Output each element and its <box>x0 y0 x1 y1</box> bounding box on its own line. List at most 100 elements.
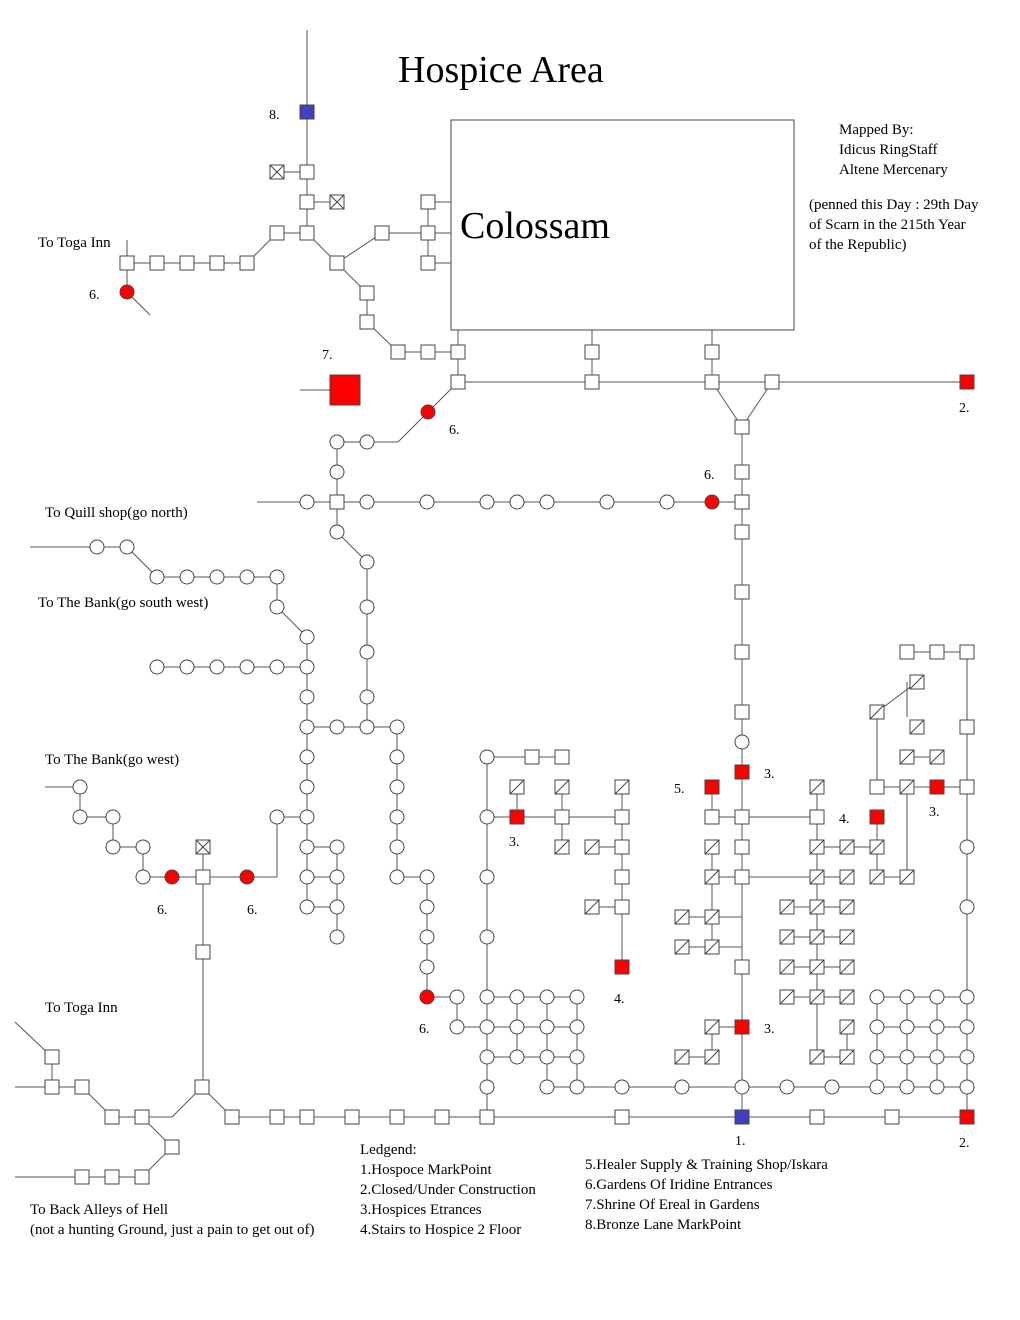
room-circle <box>869 1019 885 1035</box>
room-circle <box>299 809 315 825</box>
room-square <box>44 1079 60 1095</box>
legend-heading: Ledgend: <box>360 1142 417 1158</box>
marker-3: 3. <box>764 767 775 782</box>
room-circle <box>359 599 375 615</box>
legend-item: 1.Hospoce MarkPoint <box>360 1162 492 1178</box>
room-square <box>420 194 436 210</box>
red-circle-room <box>419 989 435 1005</box>
room-circle <box>329 869 345 885</box>
hatch-mark <box>779 929 795 945</box>
room-square <box>434 1109 450 1125</box>
room-circle <box>929 1049 945 1065</box>
room-circle <box>72 809 88 825</box>
room-circle <box>389 749 405 765</box>
exit-label: To Quill shop(go north) <box>45 505 188 521</box>
room-circle <box>299 839 315 855</box>
credits-line: Idicus RingStaff <box>839 142 937 158</box>
marker-1: 1. <box>735 1134 746 1149</box>
hatch-mark <box>839 989 855 1005</box>
room-square <box>554 749 570 765</box>
hatch-mark <box>809 929 825 945</box>
room-circle <box>389 719 405 735</box>
room-square <box>374 225 390 241</box>
room-circle <box>674 1079 690 1095</box>
room-square <box>734 524 750 540</box>
hatch-mark <box>839 1019 855 1035</box>
room-square <box>584 374 600 390</box>
room-circle <box>449 989 465 1005</box>
room-circle <box>959 1019 975 1035</box>
room-square <box>734 704 750 720</box>
marker-6: 6. <box>419 1022 430 1037</box>
marker-5: 5. <box>674 782 685 797</box>
hatch-mark <box>869 869 885 885</box>
room-square <box>734 419 750 435</box>
room-circle <box>329 899 345 915</box>
exit-label: To Toga Inn <box>45 1000 118 1016</box>
room-circle <box>479 869 495 885</box>
cross-mark <box>329 194 345 210</box>
room-circle <box>299 629 315 645</box>
room-square <box>420 225 436 241</box>
room-square <box>104 1109 120 1125</box>
room-circle <box>72 779 88 795</box>
room-square <box>239 255 255 271</box>
hatch-mark <box>704 909 720 925</box>
room-square <box>74 1079 90 1095</box>
legend-item: 7.Shrine Of Ereal in Gardens <box>585 1197 760 1213</box>
room-square <box>734 644 750 660</box>
room-circle <box>959 839 975 855</box>
hatch-mark <box>704 1049 720 1065</box>
room-circle <box>299 494 315 510</box>
room-square <box>195 944 211 960</box>
penned-line: of the Republic) <box>809 237 906 253</box>
hatch-mark <box>809 779 825 795</box>
room-circle <box>359 494 375 510</box>
room-circle <box>299 899 315 915</box>
room-circle <box>299 659 315 675</box>
room-circle <box>929 1079 945 1095</box>
room-circle <box>359 644 375 660</box>
room-circle <box>959 1079 975 1095</box>
room-square <box>269 1109 285 1125</box>
room-square <box>134 1169 150 1185</box>
hatch-mark <box>584 839 600 855</box>
room-circle <box>479 1049 495 1065</box>
hatch-mark <box>674 939 690 955</box>
room-square <box>134 1109 150 1125</box>
room-square <box>899 644 915 660</box>
room-square <box>734 869 750 885</box>
red-square-room <box>704 779 720 795</box>
marker-6: 6. <box>247 903 258 918</box>
red-circle-room <box>420 404 436 420</box>
room-square <box>959 719 975 735</box>
room-square <box>149 255 165 271</box>
room-square <box>390 344 406 360</box>
marker-4: 4. <box>614 992 625 1007</box>
hatch-mark <box>554 779 570 795</box>
room-circle <box>959 899 975 915</box>
room-square <box>329 494 345 510</box>
room-circle <box>734 1079 750 1095</box>
room-circle <box>359 554 375 570</box>
hatch-mark <box>839 929 855 945</box>
hatch-mark <box>779 899 795 915</box>
legend-item: 8.Bronze Lane MarkPoint <box>585 1217 742 1233</box>
shrine-room <box>329 374 361 406</box>
room-square <box>809 1109 825 1125</box>
room-square <box>764 374 780 390</box>
room-circle <box>479 494 495 510</box>
room-circle <box>299 719 315 735</box>
hatch-mark <box>704 839 720 855</box>
room-square <box>194 1079 210 1095</box>
room-square <box>704 374 720 390</box>
room-circle <box>105 839 121 855</box>
room-square <box>450 374 466 390</box>
hatch-mark <box>929 749 945 765</box>
room-square <box>734 464 750 480</box>
room-circle <box>419 494 435 510</box>
hatch-mark <box>704 1019 720 1035</box>
room-circle <box>149 659 165 675</box>
red-square-room <box>734 1019 750 1035</box>
room-circle <box>299 779 315 795</box>
